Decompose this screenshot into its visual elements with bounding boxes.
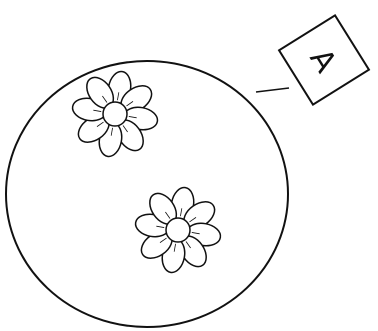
flower-bottom [134, 186, 223, 275]
connector-line [256, 88, 289, 92]
flower-center [103, 102, 127, 126]
flower-center [166, 218, 190, 242]
flower-top-left [71, 70, 160, 159]
label-tag: A [279, 15, 369, 104]
